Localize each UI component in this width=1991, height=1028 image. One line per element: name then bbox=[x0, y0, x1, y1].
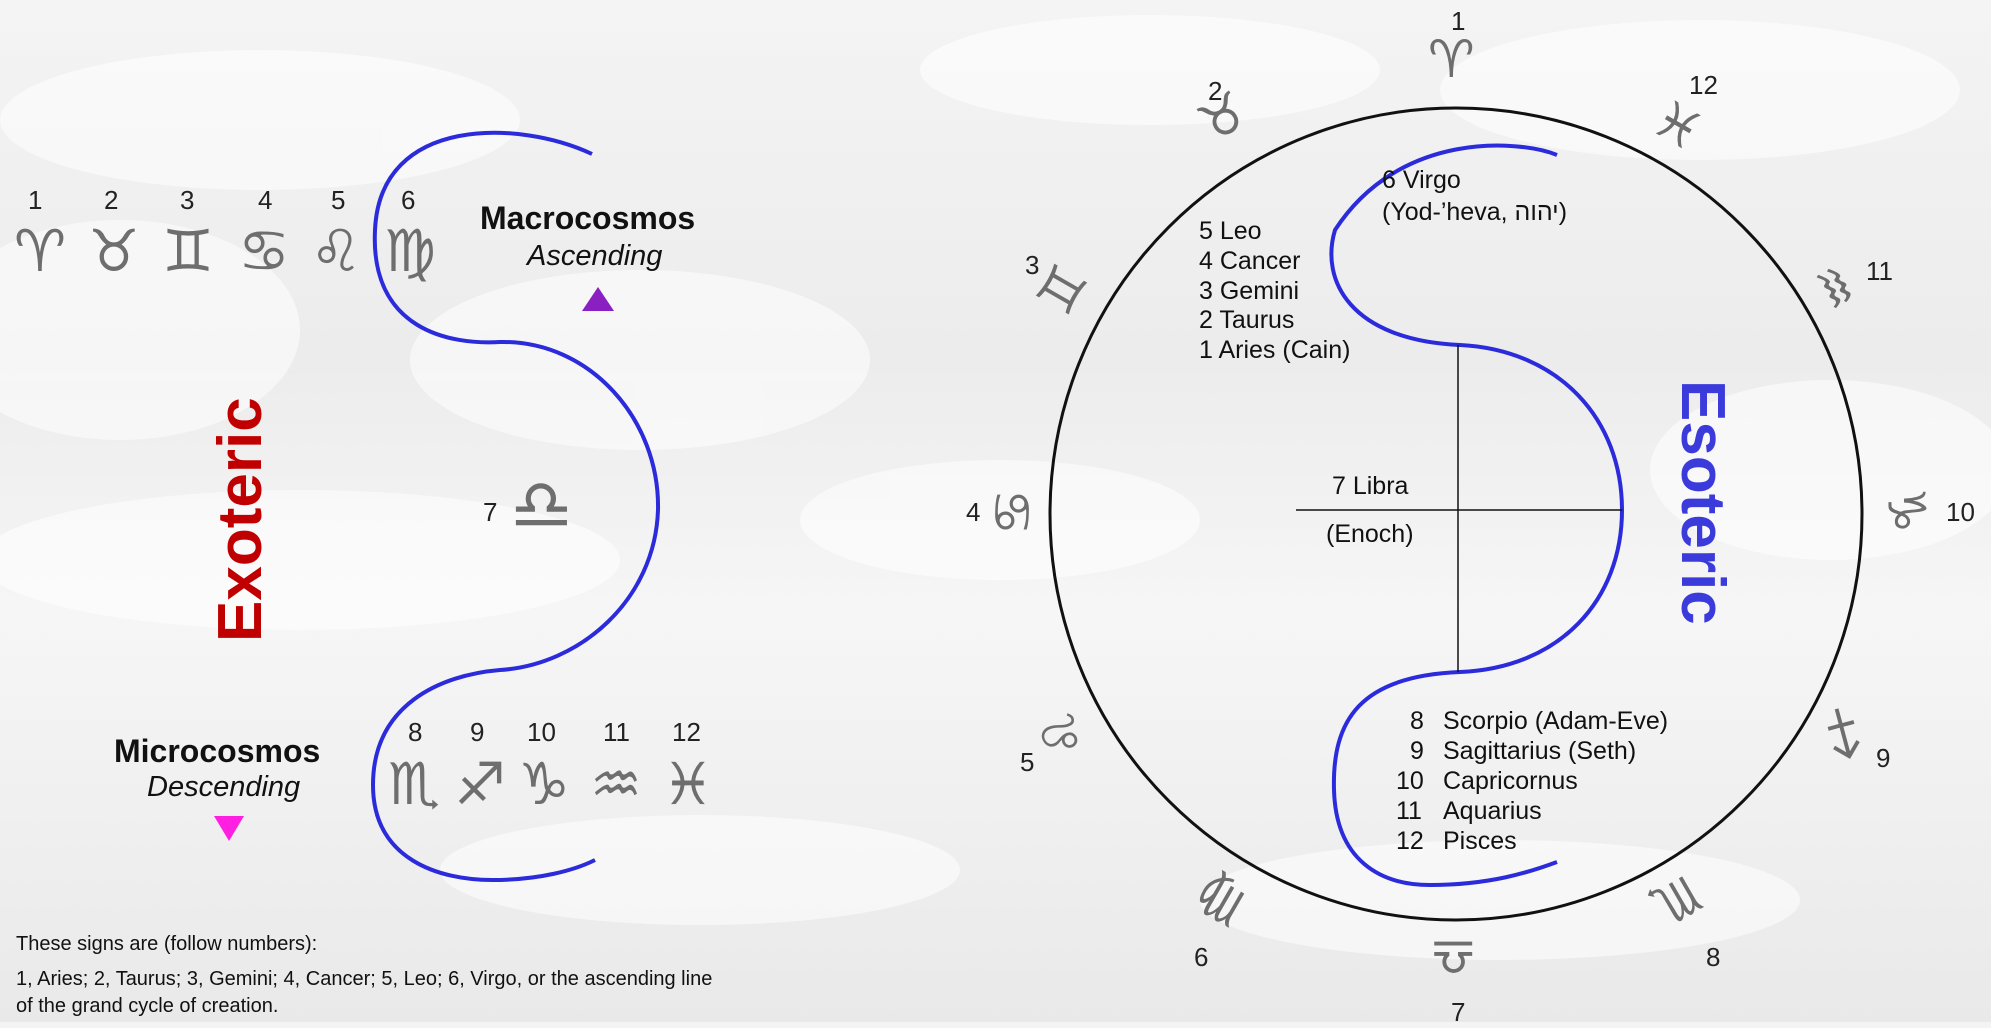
ring-sign-number: 2 bbox=[1208, 76, 1223, 106]
ring-sign-number: 10 bbox=[1946, 497, 1975, 527]
gemini-icon: ♊ bbox=[162, 217, 214, 285]
left-sign-number: 5 bbox=[331, 185, 346, 215]
ring-sign-number: 12 bbox=[1689, 70, 1718, 100]
taurus-icon: ♉ bbox=[88, 217, 140, 285]
left-sign-number: 11 bbox=[603, 717, 630, 747]
ascending-list-item: 1 Aries (Cain) bbox=[1199, 336, 1351, 364]
macrocosmos-label: Macrocosmos bbox=[480, 200, 696, 236]
ring-sign-number: 11 bbox=[1866, 256, 1893, 286]
pisces-icon: ♓ bbox=[662, 750, 714, 818]
ascending-list-item: 2 Taurus bbox=[1199, 306, 1295, 334]
ring-sign-number: 5 bbox=[1020, 747, 1035, 777]
descending-list-number: 10 bbox=[1396, 767, 1424, 795]
ring-sign-number: 8 bbox=[1706, 942, 1721, 972]
ring-capricorn-icon: ♑ bbox=[1875, 486, 1936, 534]
left-sign-number: 10 bbox=[527, 717, 556, 747]
left-sign-number: 6 bbox=[401, 185, 416, 215]
ring-sign-number: 3 bbox=[1025, 250, 1040, 280]
virgo-sublabel: (Yod-’heva, יהוה) bbox=[1382, 198, 1568, 226]
ring-cancer-icon: ♋ bbox=[983, 488, 1044, 536]
ring-sign-number: 6 bbox=[1194, 942, 1209, 972]
macrocosmos-ascending-arrow bbox=[582, 287, 614, 311]
left-sign-number: 1 bbox=[28, 185, 43, 215]
left-sign-number: 2 bbox=[104, 185, 119, 215]
descending-list-name: Scorpio (Adam-Eve) bbox=[1443, 707, 1669, 735]
footnote-line: of the grand cycle of creation. bbox=[16, 995, 279, 1017]
descending-list-number: 11 bbox=[1396, 797, 1422, 825]
descending-list-name: Pisces bbox=[1443, 827, 1517, 855]
left-sign-number: 9 bbox=[470, 717, 485, 747]
leo-icon: ♌ bbox=[310, 217, 362, 285]
virgo-icon: ♍ bbox=[384, 217, 436, 285]
ascending-list-item: 3 Gemini bbox=[1199, 277, 1300, 305]
libra-label: 7 Libra bbox=[1332, 472, 1409, 500]
microcosmos-label: Microcosmos bbox=[114, 733, 321, 769]
descending-list-number: 12 bbox=[1396, 827, 1424, 855]
libra-number: 7 bbox=[483, 497, 498, 527]
footnote-line: 1, Aries; 2, Taurus; 3, Gemini; 4, Cance… bbox=[16, 968, 713, 990]
libra-sublabel: (Enoch) bbox=[1326, 520, 1414, 548]
descending-list-number: 9 bbox=[1410, 737, 1424, 765]
ring-sign-number: 4 bbox=[966, 497, 981, 527]
macrocosmos-sublabel: Ascending bbox=[527, 240, 663, 272]
libra-icon: ♎ bbox=[510, 464, 573, 546]
ascending-list-item: 4 Cancer bbox=[1199, 247, 1301, 275]
exoteric-title: Exoteric bbox=[206, 397, 275, 642]
esoteric-title: Esoteric bbox=[1668, 380, 1737, 625]
descending-list-name: Capricornus bbox=[1443, 767, 1578, 795]
zodiac-circle bbox=[1048, 106, 1864, 922]
ring-sign-number: 7 bbox=[1451, 997, 1466, 1027]
right-s-curve bbox=[1329, 143, 1625, 888]
ascending-list-item: 5 Leo bbox=[1199, 217, 1262, 245]
left-sign-number: 8 bbox=[408, 717, 423, 747]
ring-sign-number: 9 bbox=[1876, 743, 1891, 773]
sagittarius-icon: ♐ bbox=[454, 750, 506, 818]
virgo-label: 6 Virgo bbox=[1382, 166, 1461, 194]
footnote-line: These signs are (follow numbers): bbox=[16, 933, 318, 955]
ring-libra-icon: ♎ bbox=[1430, 926, 1477, 986]
capricorn-icon: ♑ bbox=[518, 750, 570, 818]
descending-list-number: 8 bbox=[1410, 707, 1424, 735]
aquarius-icon: ♒ bbox=[590, 750, 642, 818]
microcosmos-sublabel: Descending bbox=[147, 771, 301, 803]
left-s-curve bbox=[370, 130, 661, 883]
descending-list-name: Sagittarius (Seth) bbox=[1443, 737, 1637, 765]
left-sign-number: 4 bbox=[258, 185, 273, 215]
microcosmos-descending-arrow bbox=[214, 816, 244, 841]
cancer-icon: ♋ bbox=[238, 217, 290, 285]
scorpio-icon: ♏ bbox=[388, 750, 440, 818]
left-sign-number: 3 bbox=[180, 185, 195, 215]
aries-icon: ♈ bbox=[14, 217, 66, 285]
descending-list-name: Aquarius bbox=[1443, 797, 1542, 825]
ring-aries-icon: ♈ bbox=[1428, 30, 1475, 90]
cloud-background bbox=[0, 15, 1991, 960]
left-sign-number: 12 bbox=[672, 717, 701, 747]
ring-sign-number: 1 bbox=[1451, 6, 1466, 36]
